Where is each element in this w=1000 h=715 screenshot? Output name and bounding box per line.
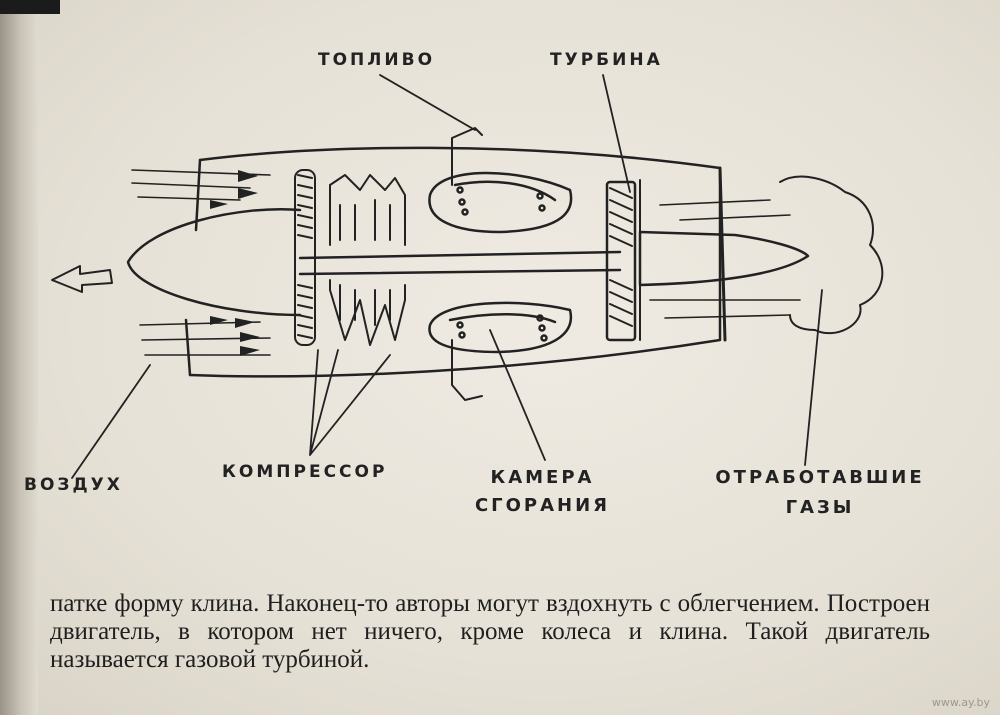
turbine-label: ТУРБИНА xyxy=(550,50,663,70)
combustion-chamber-label-line2: СГОРАНИЯ xyxy=(474,495,611,516)
body-paragraph: патке форму клина. Наконец-то авторы мог… xyxy=(50,590,930,673)
dark-corner xyxy=(0,0,60,14)
turbine-wheel xyxy=(605,180,637,342)
compressor-label: КОМПРЕССОР xyxy=(222,462,388,482)
thrust-arrow-icon xyxy=(51,265,113,293)
airflow-lines xyxy=(131,169,801,356)
fuel-label: ТОПЛИВО xyxy=(318,50,436,70)
nose-cone xyxy=(126,208,302,317)
engine-casing xyxy=(184,146,727,378)
exhaust-plume xyxy=(779,175,884,335)
compressor-blades xyxy=(294,169,406,346)
air-label: ВОЗДУХ xyxy=(24,475,123,495)
combustion-chamber-top xyxy=(428,171,573,234)
shaft xyxy=(298,250,622,276)
watermark: www.ay.by xyxy=(931,696,990,709)
book-spine xyxy=(0,0,38,715)
tail-cone xyxy=(638,230,810,287)
combustion-chamber-bottom xyxy=(428,301,573,354)
combustion-chamber-label-line1: КАМЕРА xyxy=(490,467,595,488)
fuel-pipes xyxy=(451,127,483,401)
exhaust-gases-label-line2: ГАЗЫ xyxy=(785,497,855,518)
leader-lines xyxy=(71,74,823,479)
inflow-arrows xyxy=(210,170,260,356)
exhaust-gases-label-line1: ОТРАБОТАВШИЕ xyxy=(715,467,925,488)
